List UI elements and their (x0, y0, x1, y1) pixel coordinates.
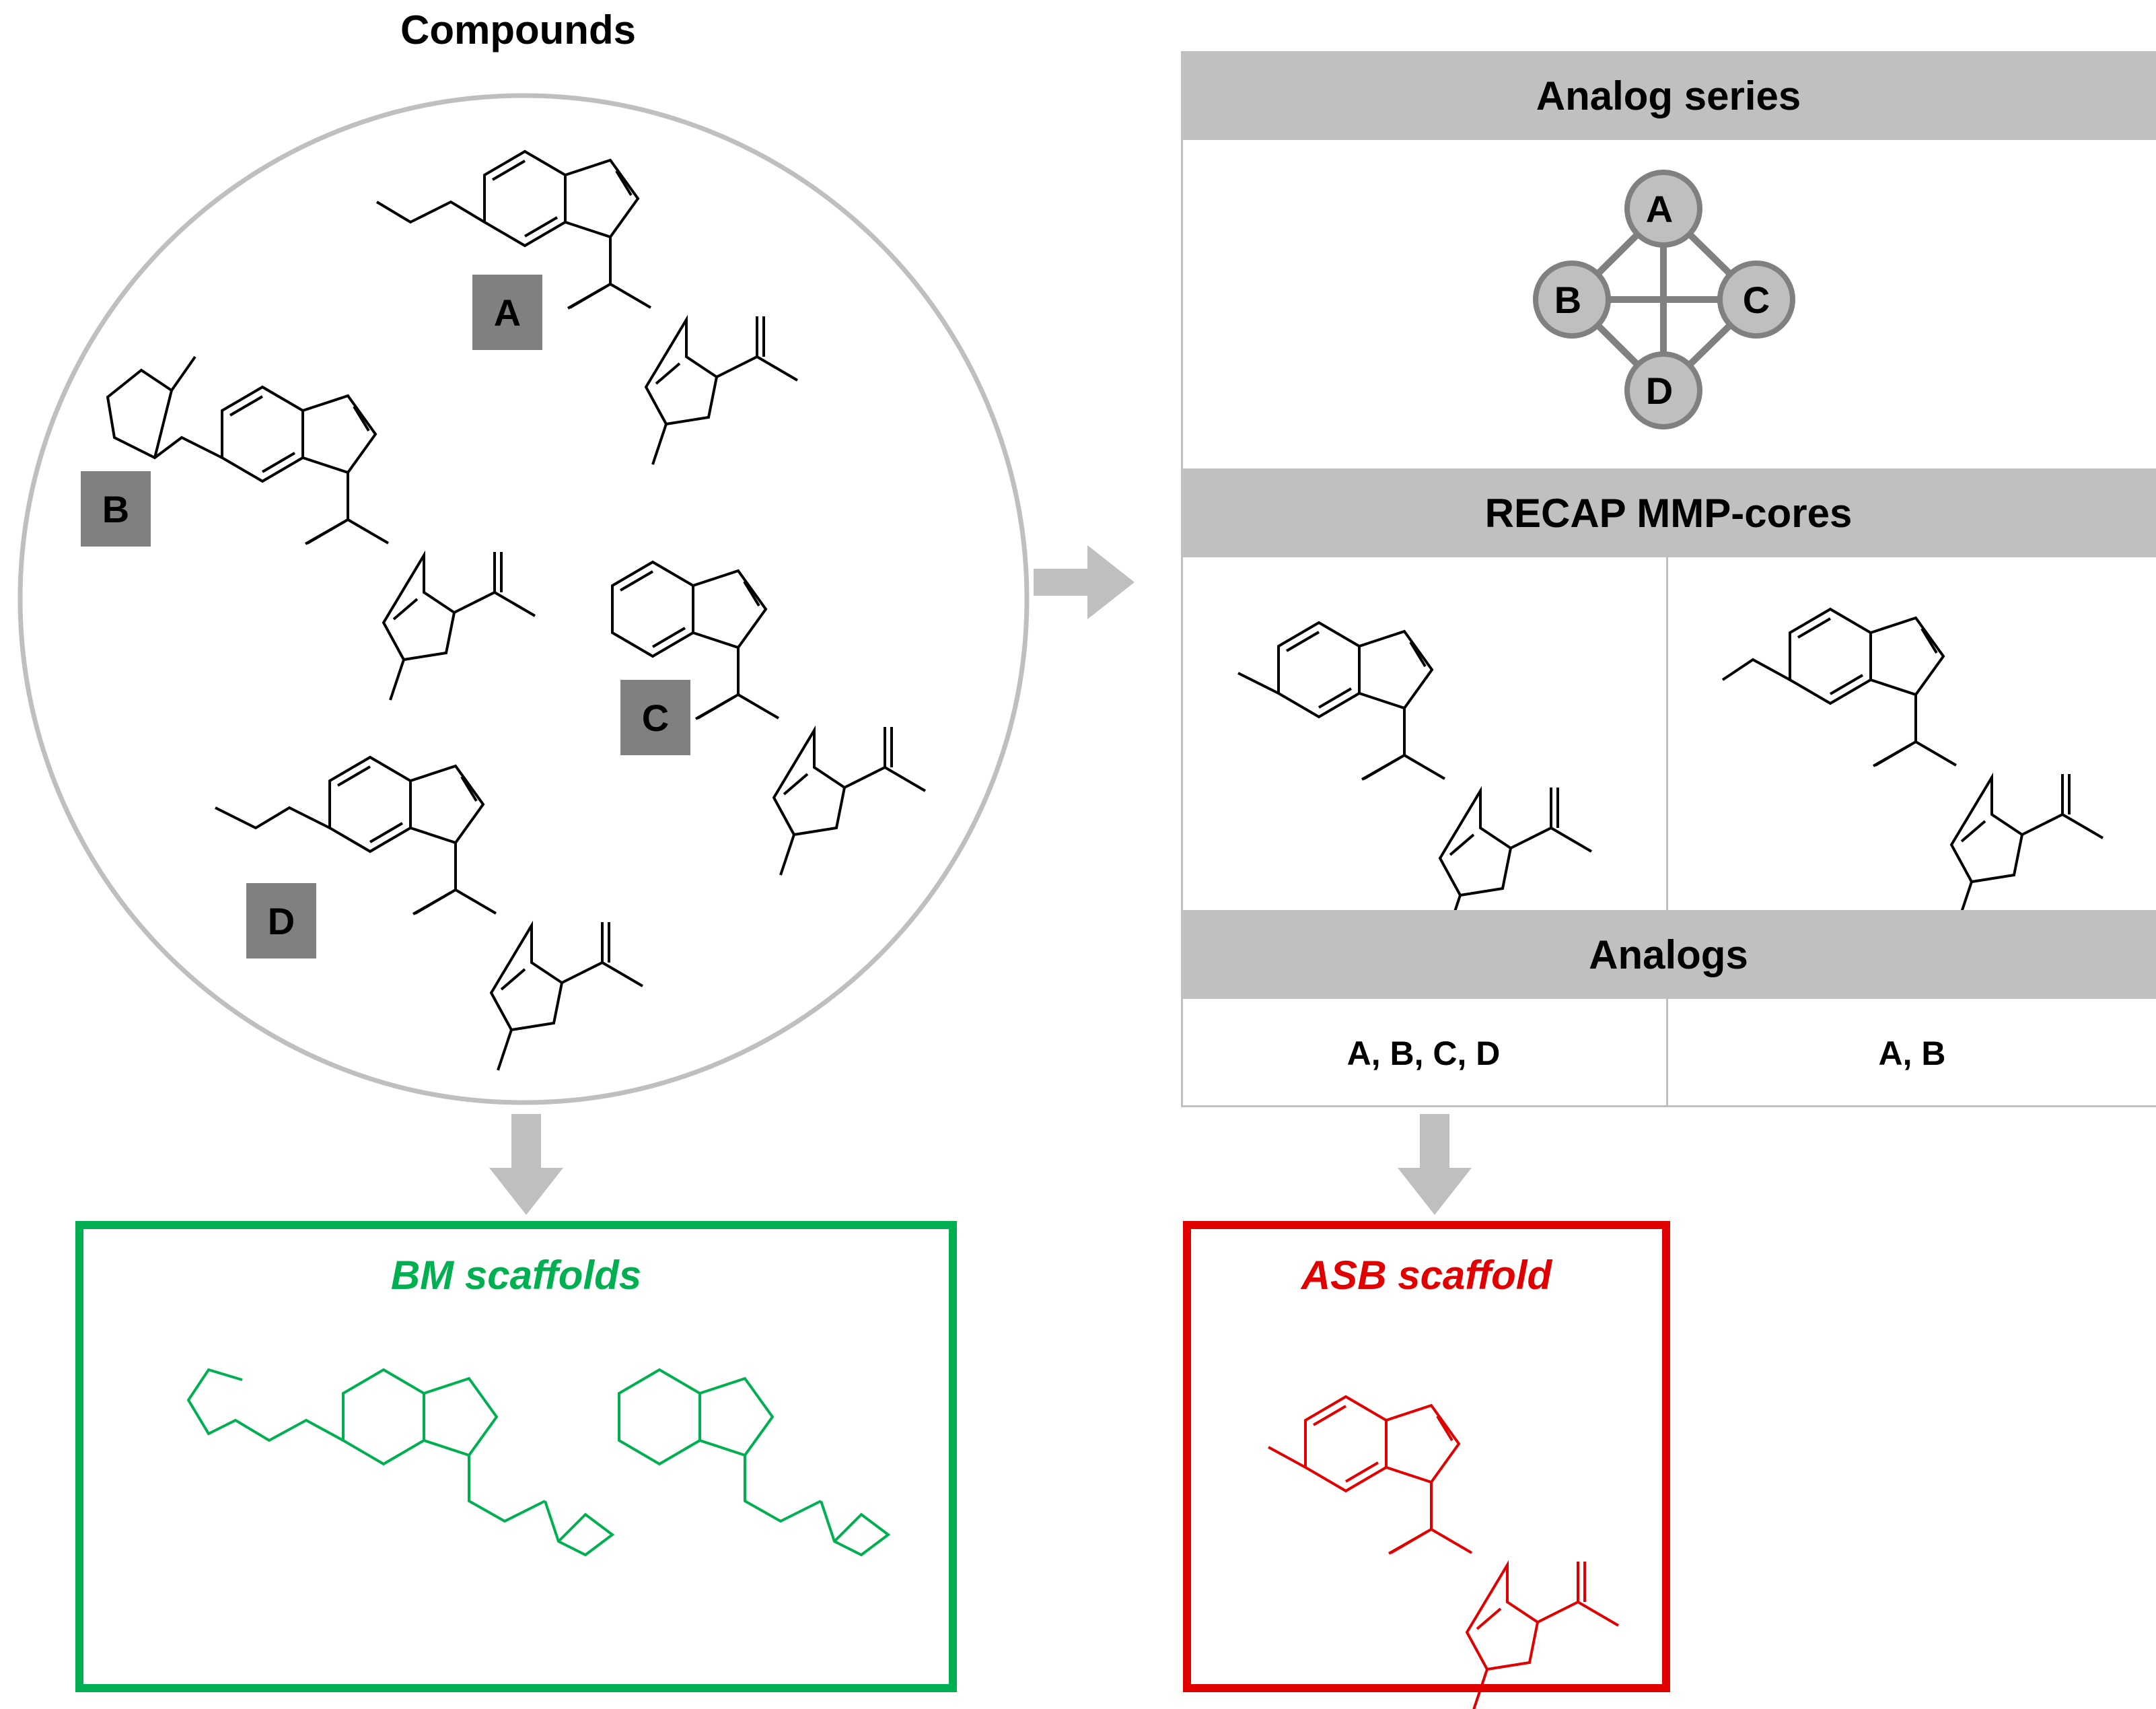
recap-core-2 (1721, 608, 2104, 923)
compound-label-b: B (81, 471, 151, 547)
compound-label-a: A (472, 275, 542, 350)
graph-node-a (1624, 170, 1702, 248)
asb-scaffold-box (1183, 1221, 1670, 1692)
molecule-b (106, 355, 536, 701)
compounds-title: Compounds (400, 7, 636, 53)
bm-scaffolds-title: BM scaffolds (390, 1253, 642, 1298)
graph-node-c (1717, 260, 1795, 339)
graph-node-b (1533, 260, 1611, 339)
compound-label-d: D (246, 883, 316, 958)
graph-label-b: B (1554, 278, 1582, 321)
graph-label-c: C (1742, 278, 1770, 321)
analog-series-header: Analog series (1181, 51, 2156, 140)
arrow-right (1034, 545, 1135, 619)
arrow-down-right (1398, 1114, 1472, 1215)
graph-label-d: D (1645, 369, 1674, 412)
asb-scaffold-molecule (1268, 1395, 1620, 1709)
analog-series-graph (1533, 170, 1795, 429)
graph-label-a: A (1645, 187, 1674, 230)
analogs-col2: A, B (1878, 1035, 1946, 1072)
graph-node-d (1624, 351, 1702, 429)
bm-scaffold-2-molecule (618, 1368, 891, 1557)
recap-core-1 (1237, 621, 1593, 937)
table-divider (1666, 557, 1668, 1105)
molecule-a (375, 150, 799, 466)
recap-header: RECAP MMP-cores (1181, 468, 2156, 557)
compound-label-c: C (620, 680, 690, 755)
analogs-header: Analogs (1181, 910, 2156, 999)
molecule-c (611, 561, 927, 876)
asb-scaffold-title: ASB scaffold (1301, 1253, 1552, 1298)
analogs-col1: A, B, C, D (1346, 1035, 1501, 1072)
bm-scaffolds-box (75, 1221, 957, 1692)
bm-scaffold-1-molecule (186, 1368, 615, 1557)
molecule-d (215, 756, 644, 1072)
arrow-down-left (489, 1114, 563, 1215)
analog-table (1181, 51, 2156, 1107)
